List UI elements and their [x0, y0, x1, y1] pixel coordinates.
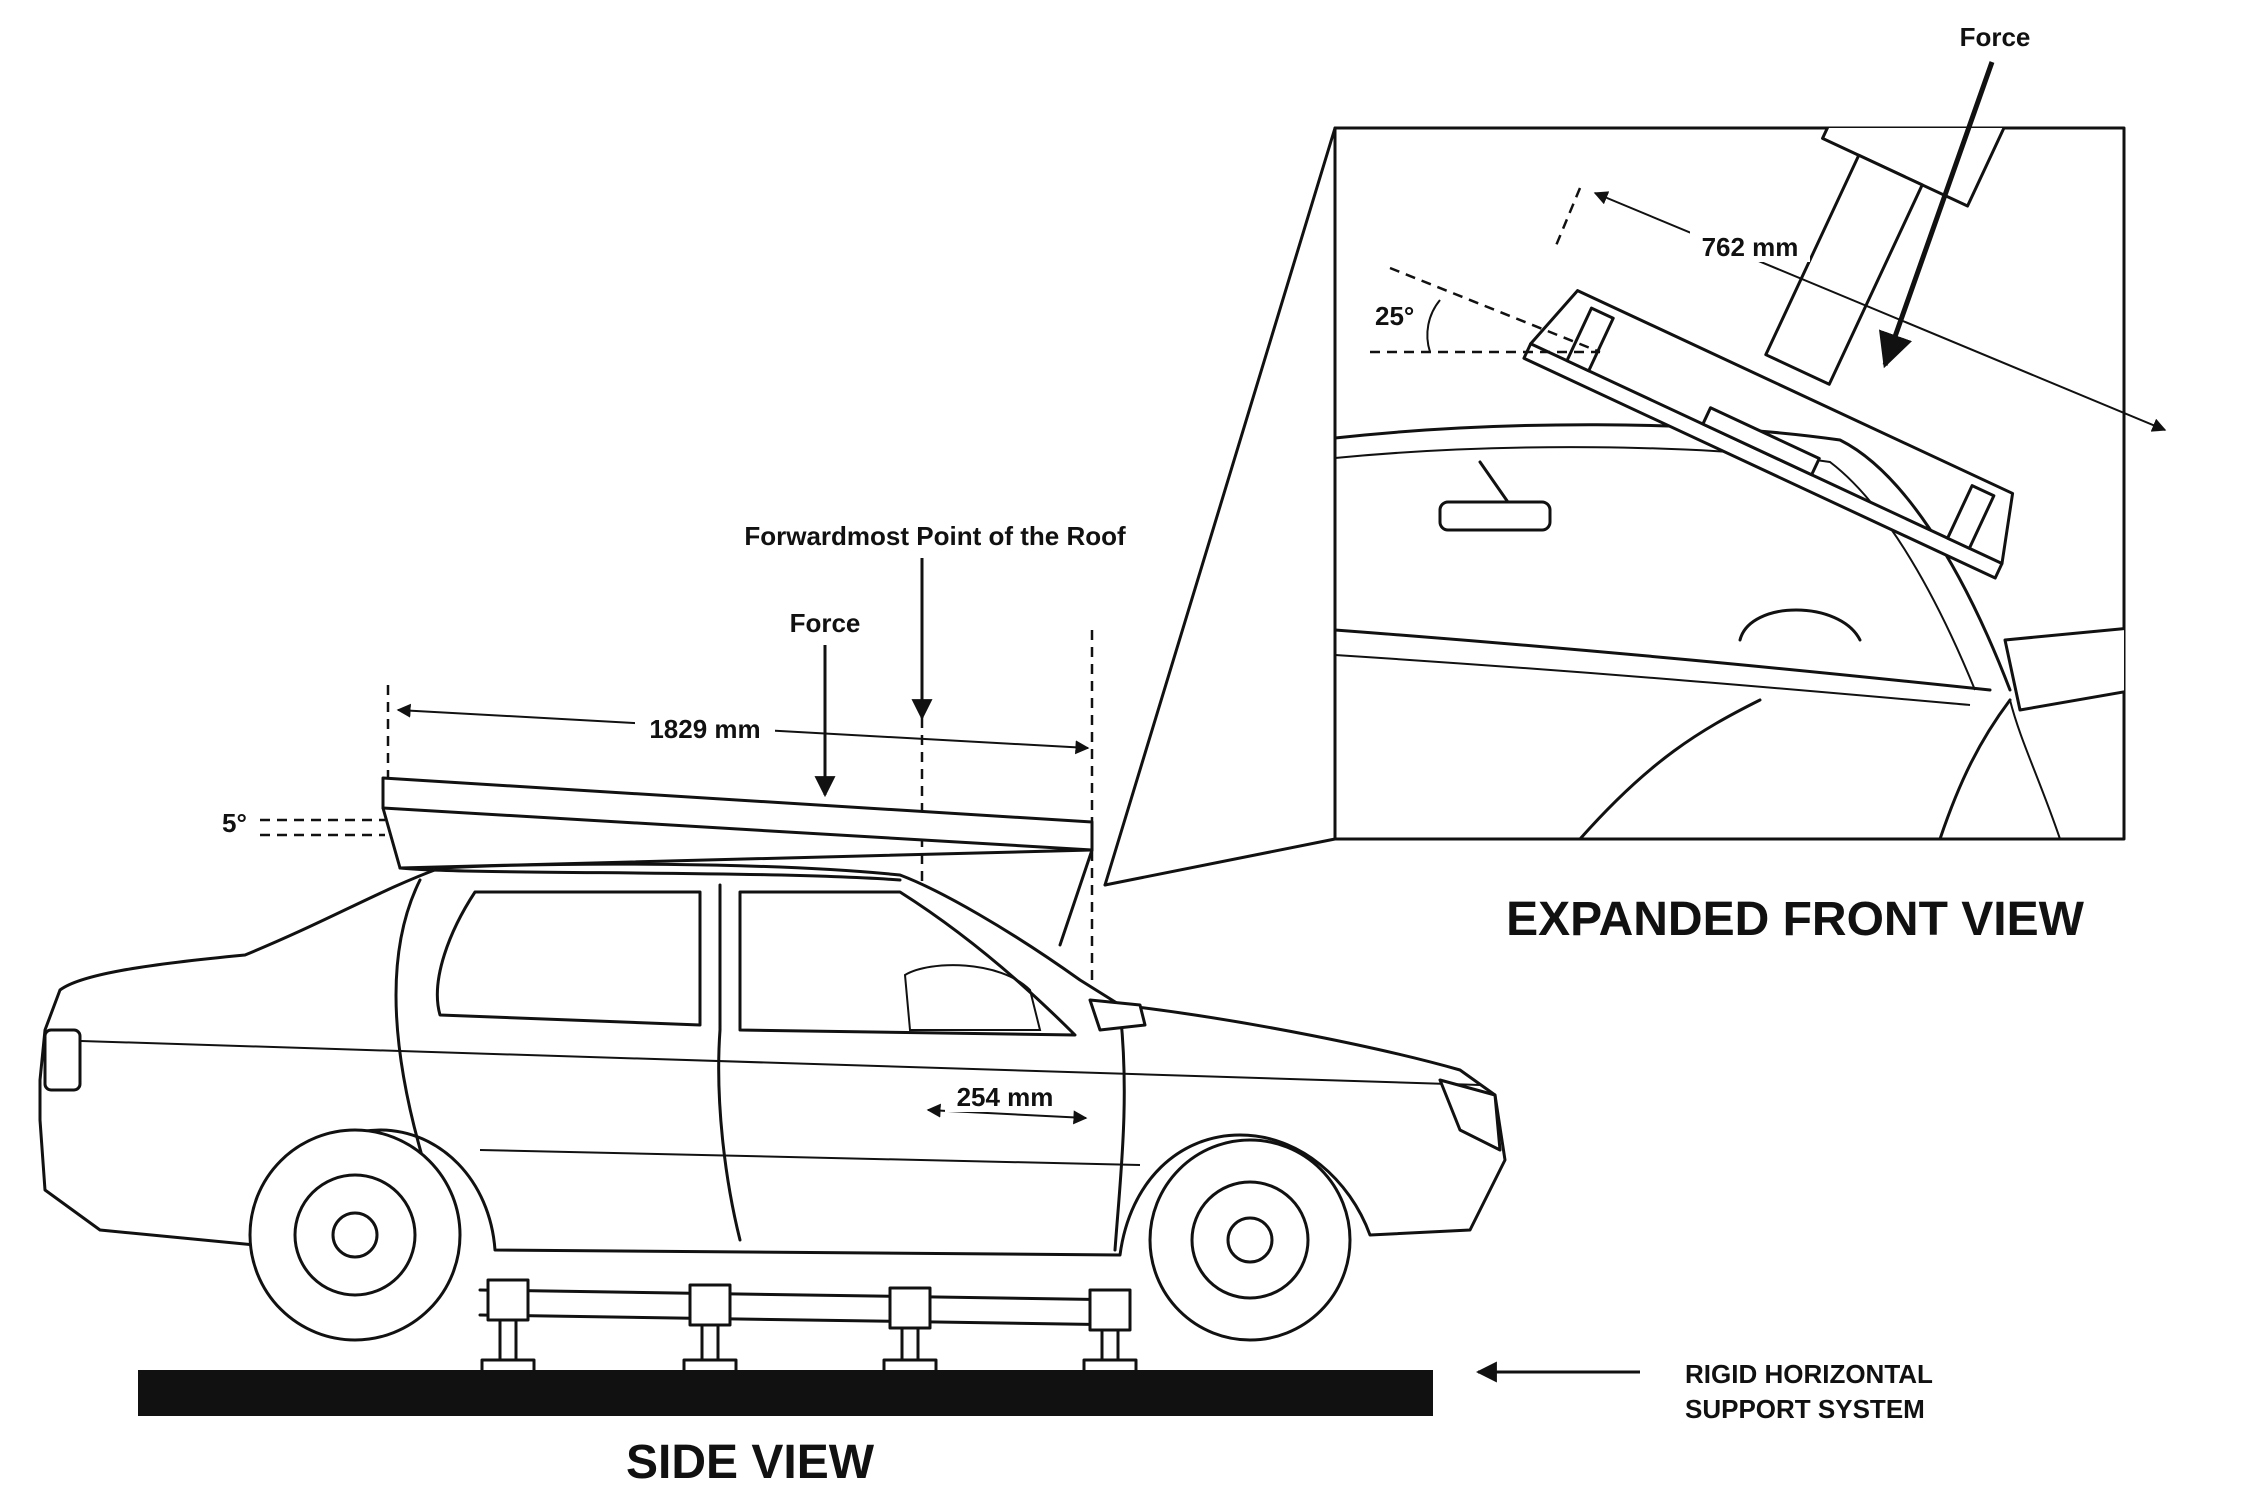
- expanded-front-view-title: EXPANDED FRONT VIEW: [1506, 893, 2085, 946]
- front-rim: [1190, 1180, 1310, 1300]
- support-stand-1: [480, 1278, 536, 1376]
- expanded-front-view-inset: 25° 762 mm Force EXPANDED FRONT VIEW: [1103, 22, 2167, 946]
- support-rail-bottom: [478, 1313, 1132, 1327]
- inset-ram-shaft: [1764, 153, 1924, 386]
- support-stand-4: [1082, 1288, 1138, 1376]
- angle-25-arc: [1426, 299, 1441, 353]
- inset-plate-leg-left: [1565, 306, 1615, 373]
- inset-dashboard-line: [1335, 628, 1992, 692]
- force-top-arrow: [1878, 61, 1995, 369]
- car-side-crease: [479, 1149, 1141, 1166]
- rigid-support-label-line2: SUPPORT SYSTEM: [1685, 1394, 1925, 1424]
- dim-1829-label-bg: [635, 710, 775, 744]
- car-side-mirror: [1088, 998, 1147, 1032]
- dim-762-label: 762 mm: [1702, 232, 1799, 262]
- forwardmost-point-label: Forwardmost Point of the Roof: [744, 521, 1126, 551]
- car-roofline: [398, 866, 902, 882]
- front-tire: [1148, 1138, 1352, 1342]
- inset-steering-wheel: [1738, 608, 1862, 642]
- car-seat-headrest: [903, 964, 1042, 1031]
- inset-rearview-mirror: [1438, 500, 1552, 532]
- car-tail-light: [43, 1028, 82, 1092]
- inset-connector-top: [1103, 126, 1337, 887]
- inset-a-pillar: [1938, 698, 2012, 839]
- force-top-label: Force: [1960, 22, 2031, 52]
- car-rear-window: [435, 890, 702, 1027]
- rear-hub: [331, 1211, 379, 1259]
- side-view-title: SIDE VIEW: [626, 1436, 875, 1489]
- rear-rim: [293, 1173, 417, 1297]
- rigid-horizontal-support-bar: [138, 1370, 1433, 1416]
- angle-25-label: 25°: [1375, 301, 1414, 331]
- angle-5-label: 5°: [222, 808, 247, 838]
- inset-windshield-frame: [1335, 446, 1976, 691]
- support-rail-top: [478, 1288, 1132, 1302]
- support-stands: [478, 1278, 1138, 1376]
- inset-hood-crease: [1578, 698, 1762, 839]
- side-view: Forwardmost Point of the Roof Force 1829…: [38, 521, 1933, 1489]
- dim-254-label-bg: [945, 1078, 1065, 1112]
- car-body-outline: [38, 862, 1507, 1257]
- inset-side-mirror: [2003, 627, 2124, 712]
- dim-254-label: 254 mm: [957, 1082, 1054, 1112]
- inset-plate-leg-right: [1946, 484, 1996, 550]
- support-stand-2: [682, 1283, 738, 1376]
- car-belt-line: [49, 1039, 1481, 1086]
- dim-762-ext-left: [1553, 187, 1582, 249]
- side-test-plate-front-edge: [1058, 848, 1094, 947]
- car-headlight: [1438, 1078, 1502, 1152]
- dim-1829-label: 1829 mm: [649, 714, 760, 744]
- support-stand-3: [882, 1286, 938, 1376]
- front-hub: [1226, 1216, 1274, 1264]
- rigid-support-label-line1: RIGID HORIZONTAL: [1685, 1359, 1933, 1389]
- dim-762-label-bg: [1690, 228, 1810, 262]
- inset-mirror-stem: [1478, 460, 1512, 507]
- side-test-plate: [381, 776, 1094, 852]
- inset-plate: [1522, 342, 2004, 580]
- front-wheel: [1148, 1138, 1352, 1342]
- rear-wheel: [248, 1128, 462, 1342]
- car-door-divider: [717, 883, 742, 1242]
- force-side-label: Force: [790, 608, 861, 638]
- inset-ram: [1764, 128, 2020, 386]
- car-front-door-line: [1113, 1008, 1126, 1252]
- inset-roof-outline: [1335, 423, 2012, 692]
- rear-tire: [248, 1128, 462, 1342]
- inset-hood-line: [1335, 654, 1971, 706]
- inset-connector-bottom: [1103, 837, 1337, 887]
- inset-frame: [1333, 126, 2126, 841]
- angle-25-plate-ref: [1389, 266, 1601, 354]
- inset-fender: [2009, 699, 2061, 839]
- car-front-window: [738, 890, 1077, 1037]
